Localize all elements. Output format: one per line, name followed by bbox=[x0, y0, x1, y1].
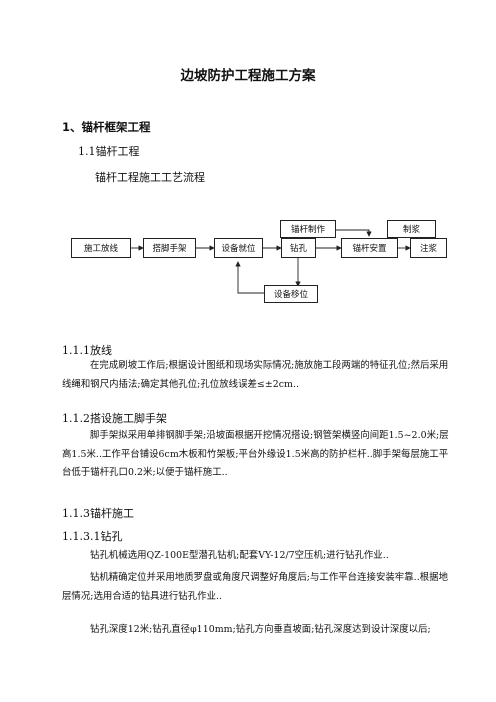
section-heading-1-1-2: 1.1.2搭设施工脚手架 bbox=[62, 412, 167, 425]
section-heading-1: 1、锚杆框架工程 bbox=[62, 120, 151, 134]
flowchart-caption: 锚杆工程施工工艺流程 bbox=[95, 171, 205, 184]
flow-box-grout: 注浆 bbox=[410, 238, 447, 258]
paragraph-drill-position: 钻机精确定位并采用地质罗盘或角度尺调整好角度后;与工作平台连接安装牢靠..根据地… bbox=[62, 572, 448, 602]
document-title: 边坡防护工程施工方案 bbox=[180, 68, 316, 84]
section-heading-1-1: 1.1锚杆工程 bbox=[78, 145, 140, 158]
flow-box-install: 锚杆安置 bbox=[341, 238, 398, 258]
section-heading-1-1-1: 1.1.1放线 bbox=[62, 344, 112, 357]
flow-box-drill: 钻孔 bbox=[281, 238, 316, 258]
paragraph-layout: 在完成刷坡工作后;根据设计图纸和现场实际情况;施放施工段两端的特征孔位;然后采用… bbox=[62, 360, 449, 390]
flow-box-equip-move: 设备移位 bbox=[264, 285, 318, 303]
arrow-anchor-install bbox=[335, 229, 372, 237]
arrow-move-place bbox=[235, 261, 264, 294]
section-heading-1-1-3: 1.1.3锚杆施工 bbox=[62, 507, 134, 520]
paragraph-drill-depth: 钻孔深度12米;钻孔直径φ110mm;钻孔方向垂直坡面;钻孔深度达到设计深度以后… bbox=[90, 624, 431, 635]
flow-box-layout: 施工放线 bbox=[71, 238, 131, 258]
section-heading-1-1-3-1: 1.1.3.1钻孔 bbox=[62, 530, 123, 543]
paragraph-scaffold: 脚手架拟采用单排钢脚手架;沿坡面根据开挖情况搭设;钢管架横竖向间距1.5~2.0… bbox=[62, 430, 449, 478]
flow-box-scaffold: 搭脚手架 bbox=[143, 238, 196, 258]
flow-box-equip-place: 设备就位 bbox=[214, 238, 263, 258]
paragraph-drill-machine: 钻孔机械选用QZ-100E型潜孔钻机;配套VY-12/7空压机;进行钻孔作业.. bbox=[90, 550, 389, 561]
flow-box-make-anchor: 锚杆制作 bbox=[280, 220, 336, 238]
flow-box-make-grout: 制浆 bbox=[387, 220, 436, 238]
